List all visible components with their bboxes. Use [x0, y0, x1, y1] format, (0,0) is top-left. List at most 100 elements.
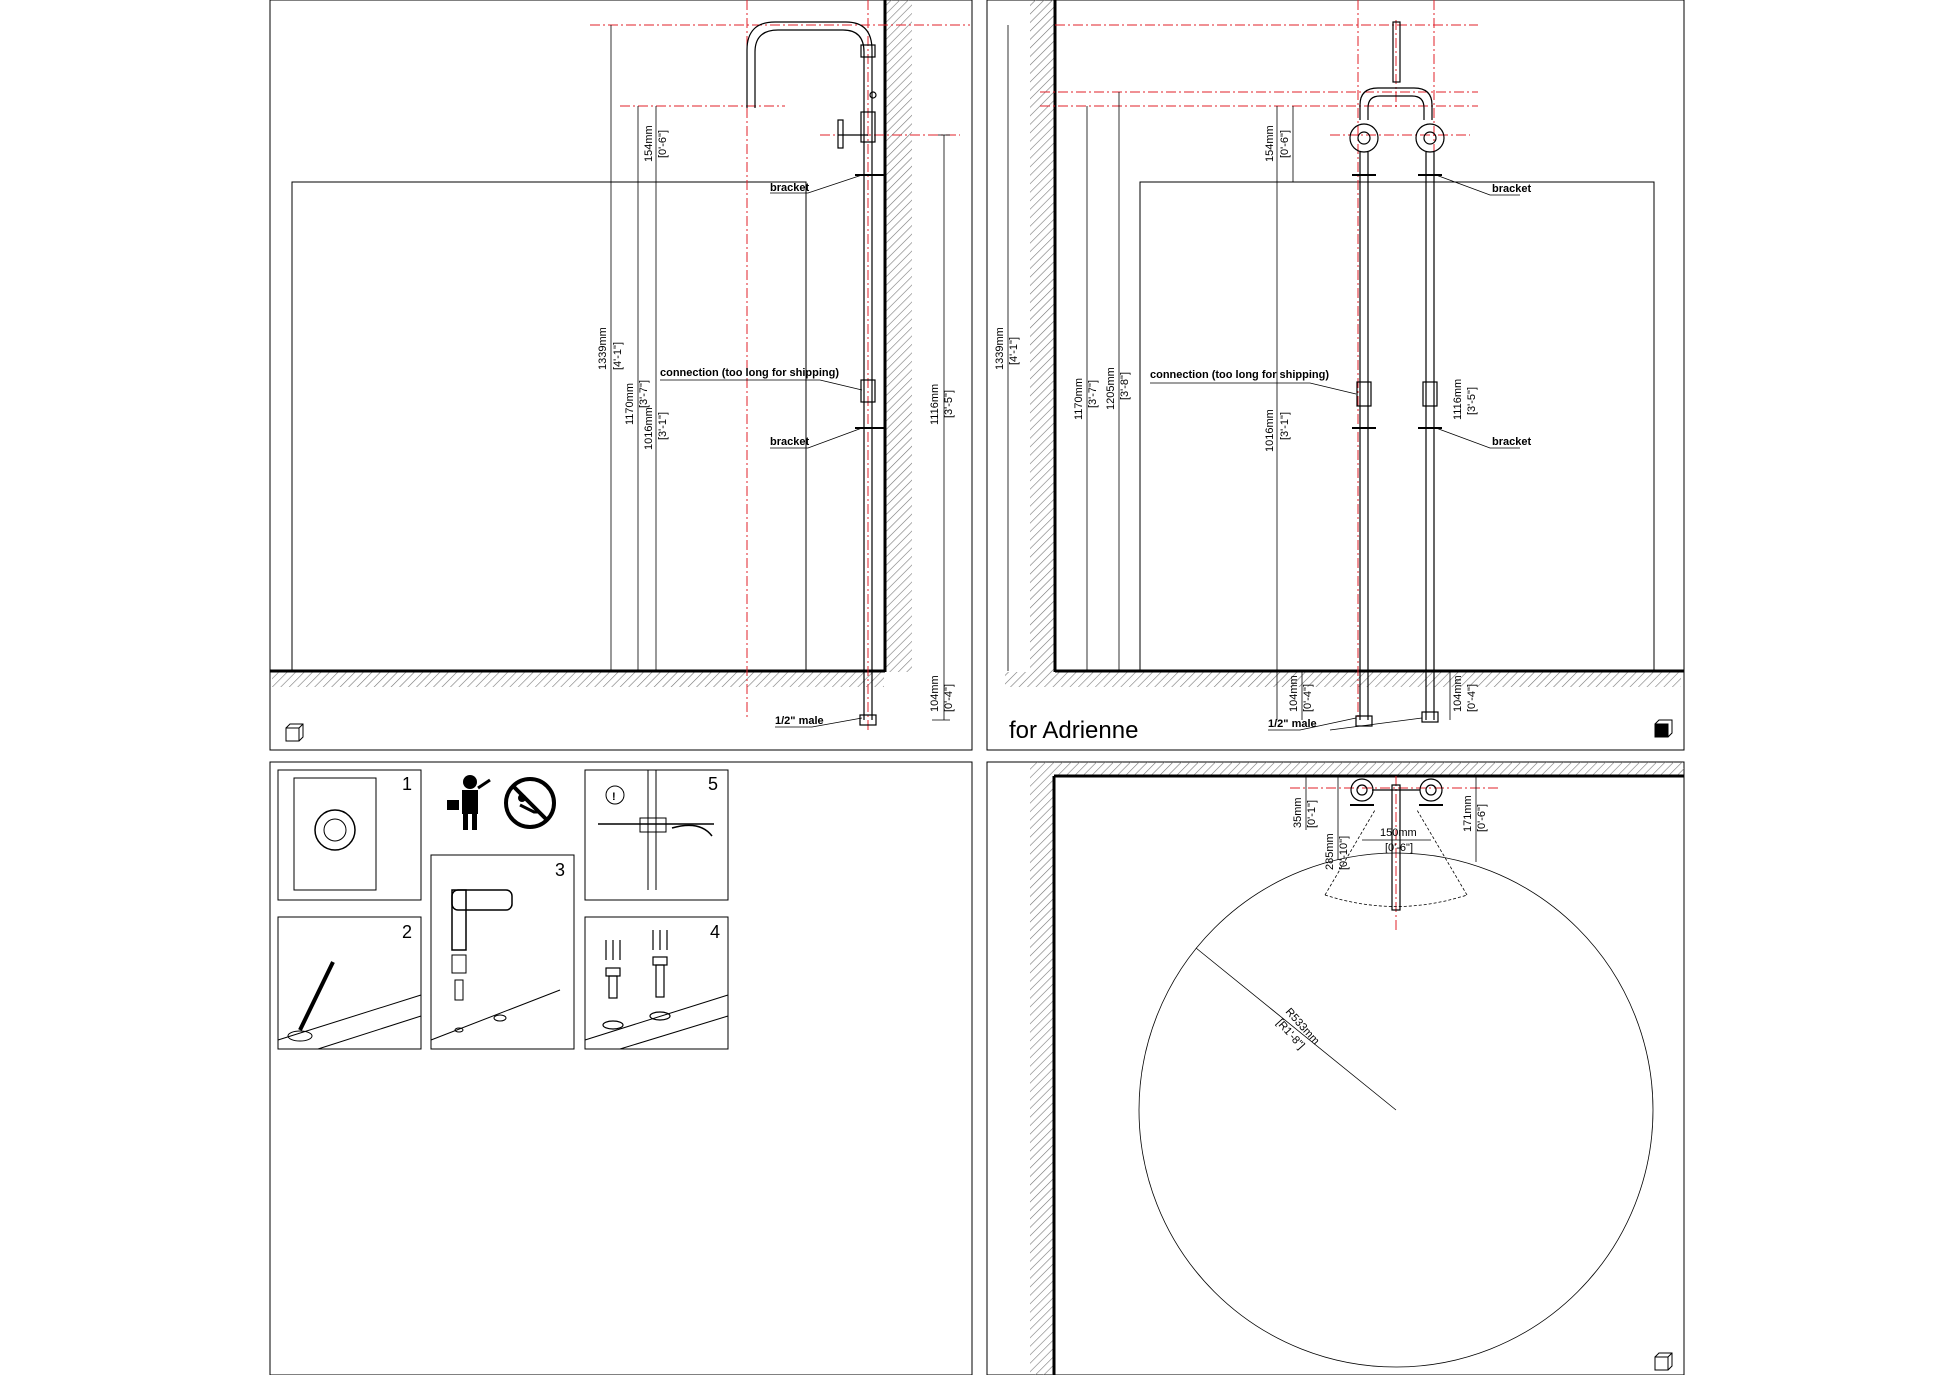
callout-bracket-bottom: bracket — [1492, 436, 1531, 448]
svg-text:1339mm: 1339mm — [597, 327, 609, 370]
center-lines — [1040, 0, 1478, 720]
panel-frame — [269, 761, 973, 1375]
svg-text:1016mm: 1016mm — [1264, 409, 1276, 452]
center-lines — [590, 0, 970, 730]
svg-text:5: 5 — [708, 774, 718, 794]
svg-text:35mm: 35mm — [1292, 797, 1304, 828]
callout-bracket-top: bracket — [770, 182, 809, 194]
bathtub-outline — [1139, 181, 1655, 672]
svg-text:2: 2 — [402, 922, 412, 942]
svg-text:[0'-1"]: [0'-1"] — [1306, 800, 1318, 828]
panel-plan-view: 35mm [0'-1"] 285mm [0'-10"] 150mm [0'-6"… — [986, 761, 1685, 1375]
tub-radius-circle — [1138, 852, 1654, 1368]
svg-text:[0'-6"]: [0'-6"] — [657, 130, 669, 158]
view-cube-icon — [1654, 1352, 1673, 1371]
svg-text:150mm: 150mm — [1380, 827, 1417, 839]
floor-hatch — [272, 672, 884, 687]
svg-text:4: 4 — [710, 922, 720, 942]
svg-text:[3'-7"]: [3'-7"] — [1087, 380, 1099, 408]
shower-column — [746, 21, 877, 726]
dimension-lines — [610, 25, 950, 721]
floor-hatch — [1005, 672, 1681, 687]
svg-text:171mm: 171mm — [1462, 795, 1474, 832]
svg-text:1170mm: 1170mm — [1073, 378, 1085, 420]
step-2-box: 2 — [277, 916, 422, 1050]
svg-text:!: ! — [612, 791, 616, 803]
callout-male-thread: 1/2" male — [775, 715, 824, 727]
warning-icon — [605, 785, 625, 805]
svg-text:154mm: 154mm — [643, 125, 655, 162]
callout-connection: connection (too long for shipping) — [660, 367, 839, 379]
svg-text:[4'-1"]: [4'-1"] — [612, 342, 624, 370]
svg-text:[3'-8"]: [3'-8"] — [1119, 372, 1131, 400]
brackets — [1352, 174, 1442, 429]
shower-column-pair — [1349, 21, 1445, 727]
step-1-box: 1 — [277, 769, 422, 901]
radius-line — [1195, 947, 1397, 1111]
drill-icon — [451, 889, 513, 911]
dimension-labels: 1339mm [4'-1"] 1170mm [3'-7"] 1016mm [3'… — [597, 125, 955, 712]
bathtub-outline — [291, 181, 807, 672]
step-3-box: 3 — [430, 854, 575, 1050]
callout-bracket-bottom: bracket — [770, 436, 809, 448]
installer-icon — [447, 775, 491, 830]
callouts — [1150, 174, 1520, 731]
panel-front-elevation: 1339mm [4'-1"] 1170mm [3'-7"] 1205mm [3'… — [986, 0, 1685, 751]
svg-text:104mm: 104mm — [1452, 675, 1464, 712]
dimension-labels: 1339mm [4'-1"] 1170mm [3'-7"] 1205mm [3'… — [994, 125, 1478, 712]
callout-male-thread: 1/2" male — [1268, 718, 1317, 730]
svg-text:[3'-1"]: [3'-1"] — [657, 412, 669, 440]
marker-pen-icon — [298, 961, 335, 1031]
anchor-bolts-icon — [602, 930, 671, 1030]
dimension-labels: 35mm [0'-1"] 285mm [0'-10"] 150mm [0'-6"… — [1274, 795, 1488, 1051]
panel-side-elevation-left: 1339mm [4'-1"] 1170mm [3'-7"] 1016mm [3'… — [269, 0, 973, 751]
callout-bracket-top: bracket — [1492, 183, 1531, 195]
svg-text:[0'-4"]: [0'-4"] — [943, 684, 955, 712]
view-cube-icon — [1654, 719, 1673, 738]
svg-text:3: 3 — [555, 860, 565, 880]
svg-text:1016mm: 1016mm — [643, 407, 655, 450]
spout-reach-arc — [1324, 809, 1468, 907]
svg-text:1339mm: 1339mm — [994, 327, 1006, 370]
flange-icon — [314, 809, 356, 851]
svg-text:104mm: 104mm — [929, 675, 941, 712]
svg-text:1170mm: 1170mm — [624, 383, 636, 425]
svg-text:104mm: 104mm — [1288, 675, 1300, 712]
drawing-caption: for Adrienne — [1009, 717, 1138, 744]
svg-text:[0'-10"]: [0'-10"] — [1338, 836, 1350, 870]
callouts — [660, 174, 863, 728]
brackets — [855, 174, 885, 429]
svg-text:[3'-7"]: [3'-7"] — [638, 380, 650, 408]
svg-text:[3'-5"]: [3'-5"] — [1466, 387, 1478, 415]
step-5-box: ! 5 — [584, 769, 729, 901]
svg-text:[0'-6"]: [0'-6"] — [1476, 804, 1488, 832]
dimension-lines — [1305, 776, 1477, 862]
wall-hatch — [1030, 0, 1054, 672]
view-cube-icon — [285, 723, 304, 742]
svg-text:[0'-4"]: [0'-4"] — [1466, 684, 1478, 712]
panel-installation-steps: 1 ! 5 — [269, 761, 973, 1375]
svg-text:[3'-5"]: [3'-5"] — [943, 390, 955, 418]
wall-hatch — [886, 0, 912, 672]
wall-hatch-left — [1030, 776, 1054, 1375]
svg-text:[0'-6"]: [0'-6"] — [1385, 842, 1413, 854]
callout-connection: connection (too long for shipping) — [1150, 369, 1329, 381]
svg-text:154mm: 154mm — [1264, 125, 1276, 162]
dimension-lines — [1007, 25, 1451, 720]
panel-frame — [269, 0, 973, 751]
no-single-person-icon — [504, 777, 556, 829]
valve-pair-plan — [1350, 778, 1443, 911]
svg-text:[0'-6"]: [0'-6"] — [1279, 130, 1291, 158]
svg-text:285mm: 285mm — [1324, 833, 1336, 870]
svg-text:[3'-1"]: [3'-1"] — [1279, 412, 1291, 440]
svg-text:1116mm: 1116mm — [929, 384, 941, 425]
svg-text:1: 1 — [402, 774, 412, 794]
svg-text:1116mm: 1116mm — [1452, 379, 1464, 420]
svg-text:[0'-4"]: [0'-4"] — [1302, 684, 1314, 712]
svg-text:1205mm: 1205mm — [1105, 367, 1117, 410]
step-4-box: 4 — [584, 916, 729, 1050]
panel-frame — [986, 0, 1685, 751]
wall-hatch-top — [1030, 762, 1684, 776]
svg-text:[4'-1"]: [4'-1"] — [1008, 337, 1020, 365]
